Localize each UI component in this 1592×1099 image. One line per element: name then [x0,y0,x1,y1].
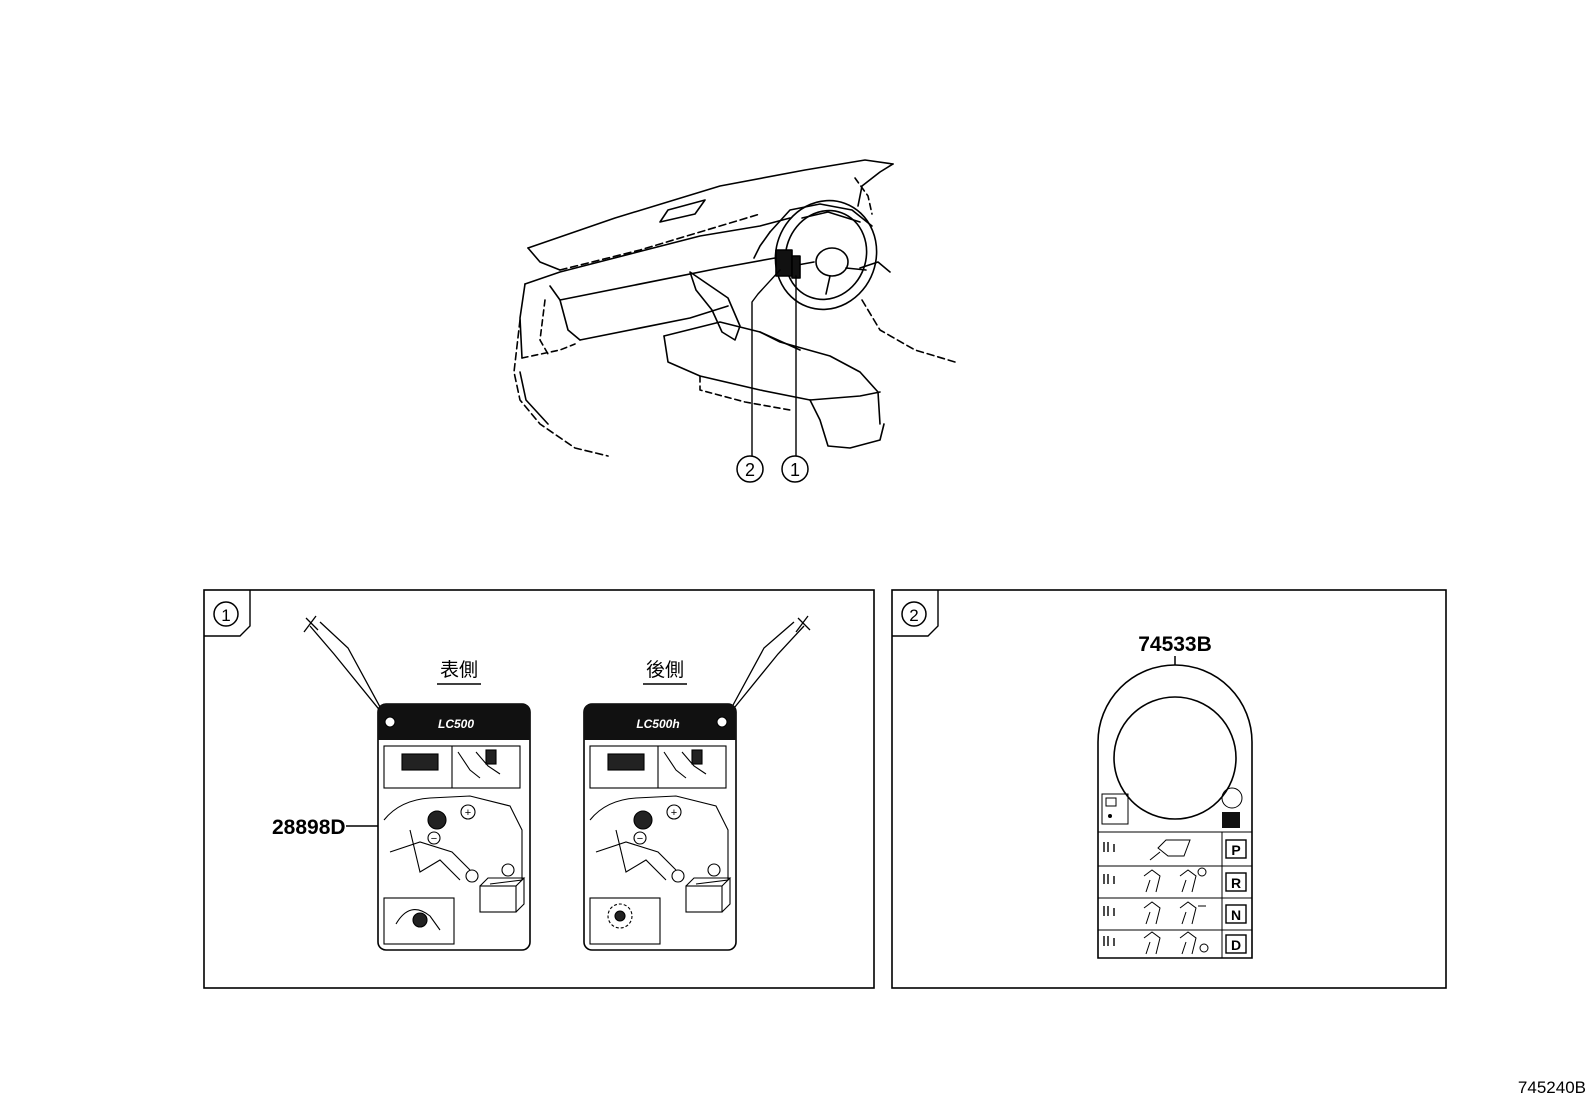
svg-text:−: − [637,833,643,845]
tag-front: LC500 + − [303,615,531,951]
panel-1: 1 表側 後側 28898D LC500 [203,589,875,989]
part-number-28898D: 28898D [272,816,346,839]
panel-1-number: 1 [221,606,230,625]
tag-rear-title: LC500h [636,717,679,731]
tag-rear: LC500h + − [583,615,811,951]
dashboard-illustration [513,159,956,457]
callout-2: 2 [736,455,764,483]
svg-text:−: − [431,833,437,845]
gear-letter-d: D [1231,937,1241,953]
gear-letter-p: P [1231,842,1240,858]
gear-letters: P R N D [1225,839,1247,954]
svg-text:+: + [671,807,677,819]
gear-letter-r: R [1231,875,1241,891]
rear-side-label: 後側 [646,659,684,681]
front-side-label: 表側 [440,659,478,681]
panel-2-number: 2 [909,606,918,625]
panel-2: 2 74533B [891,589,1447,989]
gear-letter-n: N [1231,907,1241,923]
shift-knob-label: P R N D [1097,664,1253,959]
part-number-74533B: 74533B [1138,633,1212,656]
svg-text:+: + [465,807,471,819]
callout-1: 1 [781,455,809,483]
tag-front-title: LC500 [438,717,474,731]
svg-text:1: 1 [790,460,800,480]
svg-text:2: 2 [745,460,755,480]
diagram-id: 745240B [1518,1078,1586,1097]
